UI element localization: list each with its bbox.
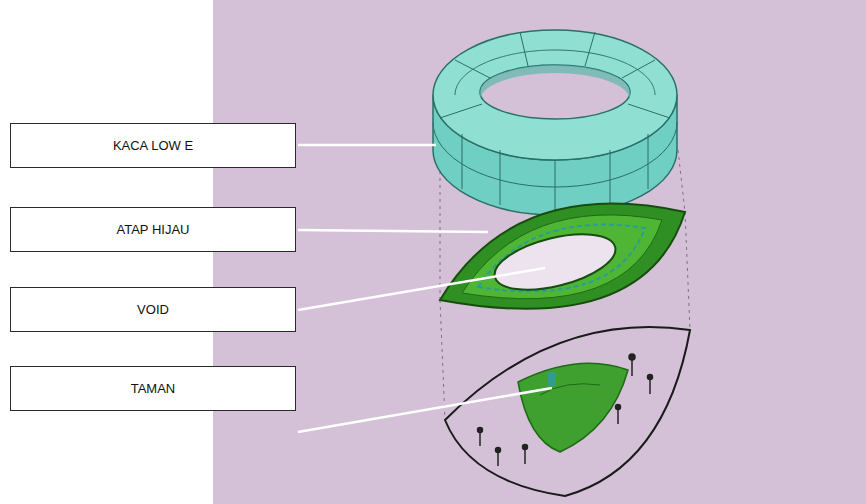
label-text: VOID	[129, 298, 177, 322]
paper-shade	[213, 0, 866, 504]
garden-base	[445, 327, 690, 496]
label-text: KACA LOW E	[105, 134, 201, 158]
glass-ring	[433, 30, 677, 215]
label-text: TAMAN	[123, 377, 184, 401]
leader-lines	[298, 145, 552, 432]
label-box: VOID	[10, 287, 296, 332]
label-box: ATAP HIJAU	[10, 207, 296, 252]
paper-ground	[213, 0, 866, 504]
green-roof	[440, 204, 685, 309]
label-text: ATAP HIJAU	[109, 218, 198, 242]
label-box: KACA LOW E	[10, 123, 296, 168]
label-box: TAMAN	[10, 366, 296, 411]
